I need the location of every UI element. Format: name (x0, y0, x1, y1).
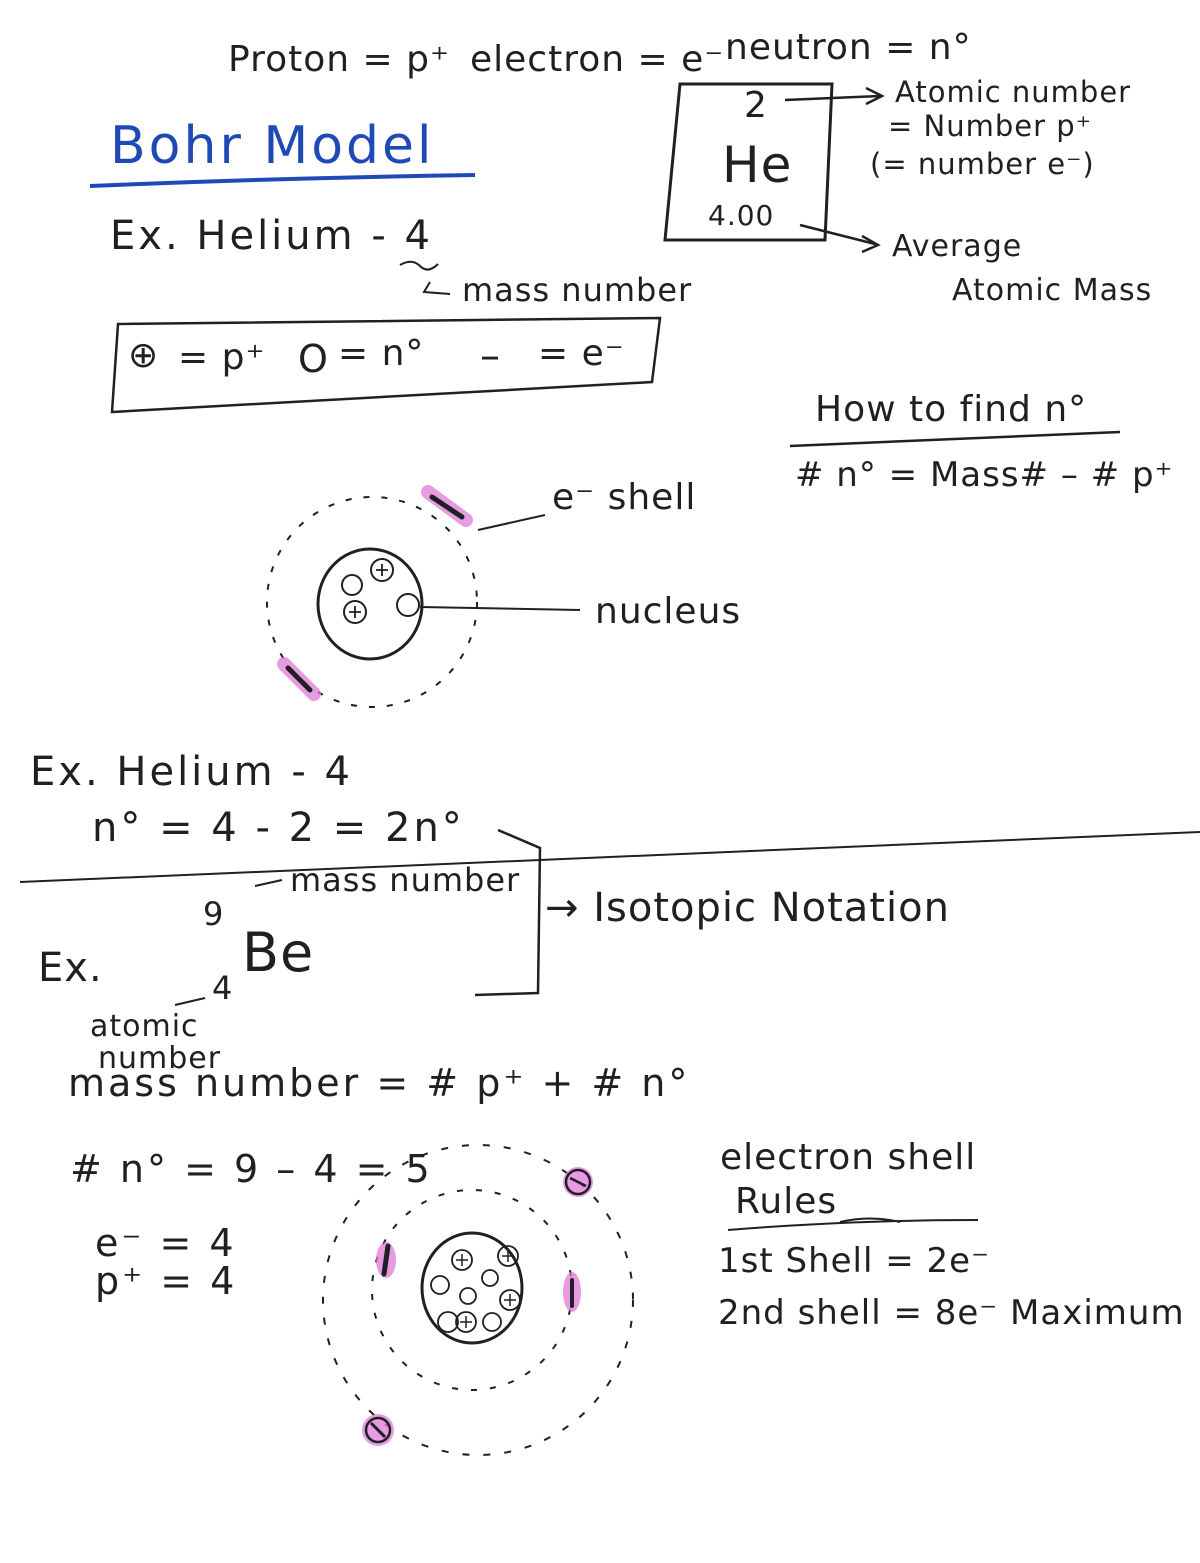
nucleus-label: nucleus (595, 591, 742, 632)
isotopic-notation-label: → Isotopic Notation (545, 885, 950, 931)
helium-atom-diagram (266, 485, 581, 708)
isotope-atomic-number: 4 (212, 969, 234, 1007)
element-atomic-number: 2 (744, 85, 768, 126)
find-neutrons-formula: # n° = Mass# – # p⁺ (795, 455, 1174, 495)
shell-rule-1: 1st Shell = 2e⁻ (718, 1241, 991, 1281)
proton-definition: Proton = p⁺ (228, 39, 450, 80)
neutron-definition: neutron = n° (725, 27, 972, 68)
shell-rule-2: 2nd shell = 8e⁻ Maximum (718, 1293, 1185, 1333)
atomic-number-note-3: (= number e⁻) (870, 147, 1095, 181)
shell-pointer (477, 514, 546, 531)
mass-number-note: mass number (462, 271, 693, 309)
isotope-atomic-note-1: atomic (90, 1009, 199, 1044)
element-box (663, 82, 834, 242)
isotope-mass-note: mass number (290, 861, 521, 899)
mass-number-formula: mass number = # p⁺ + # n° (68, 1061, 691, 1105)
atomic-number-note-2: = Number p⁺ (888, 109, 1092, 143)
beryllium-atom-diagram (322, 1144, 634, 1456)
isotope-example-label: Ex. (38, 945, 103, 991)
find-underline (789, 430, 1121, 448)
average-mass-note-2: Atomic Mass (952, 273, 1153, 308)
element-symbol: He (722, 136, 793, 194)
average-mass-arrow (799, 223, 876, 246)
isotopic-bracket (474, 828, 542, 997)
atomic-number-note-1: Atomic number (895, 75, 1132, 109)
nucleus-pointer (419, 606, 581, 611)
be-neutron-calc: # n° = 9 – 4 = 5 (70, 1147, 433, 1191)
legend-box (110, 316, 662, 414)
electron-shell-1 (266, 496, 478, 708)
mass-number-hook (399, 260, 439, 271)
isotope-symbol: Be (242, 921, 315, 984)
find-neutrons-heading: How to find n° (815, 389, 1088, 430)
atomic-number-arrow (784, 94, 881, 102)
electron-shell-outer (322, 1144, 634, 1456)
be-electron-count: e⁻ = 4 (95, 1221, 237, 1265)
isotope-mass-number: 9 (203, 895, 225, 933)
example-helium-label-2: Ex. Helium - 4 (30, 749, 353, 795)
legend-electron-symbol: – (480, 333, 501, 379)
example-helium-label: Ex. Helium - 4 (110, 213, 433, 259)
shell-rules-heading-1: electron shell (720, 1137, 977, 1178)
shell-rules-heading-2: Rules (735, 1181, 838, 1222)
electron-definition: electron = e⁻ (470, 39, 725, 80)
legend-neutron-text: = n° (338, 333, 425, 374)
shell-label: e⁻ shell (552, 477, 697, 518)
legend-proton-text: = p⁺ (178, 337, 266, 378)
legend-neutron-symbol: O (298, 337, 329, 381)
element-mass: 4.00 (708, 199, 775, 232)
rules-underline (727, 1219, 979, 1231)
title-underline (89, 173, 476, 188)
be-proton-count: p⁺ = 4 (95, 1259, 238, 1303)
average-mass-note-1: Average (892, 229, 1023, 264)
legend-electron-text: = e⁻ (538, 333, 625, 374)
page-title: Bohr Model (110, 116, 435, 176)
isotope-atomic-note-2: number (98, 1041, 222, 1076)
neutron-calculation: n° = 4 - 2 = 2n° (92, 805, 465, 851)
nucleus-2 (420, 1231, 524, 1345)
legend-proton-symbol: ⊕ (128, 335, 160, 376)
nucleus-1 (316, 547, 424, 661)
